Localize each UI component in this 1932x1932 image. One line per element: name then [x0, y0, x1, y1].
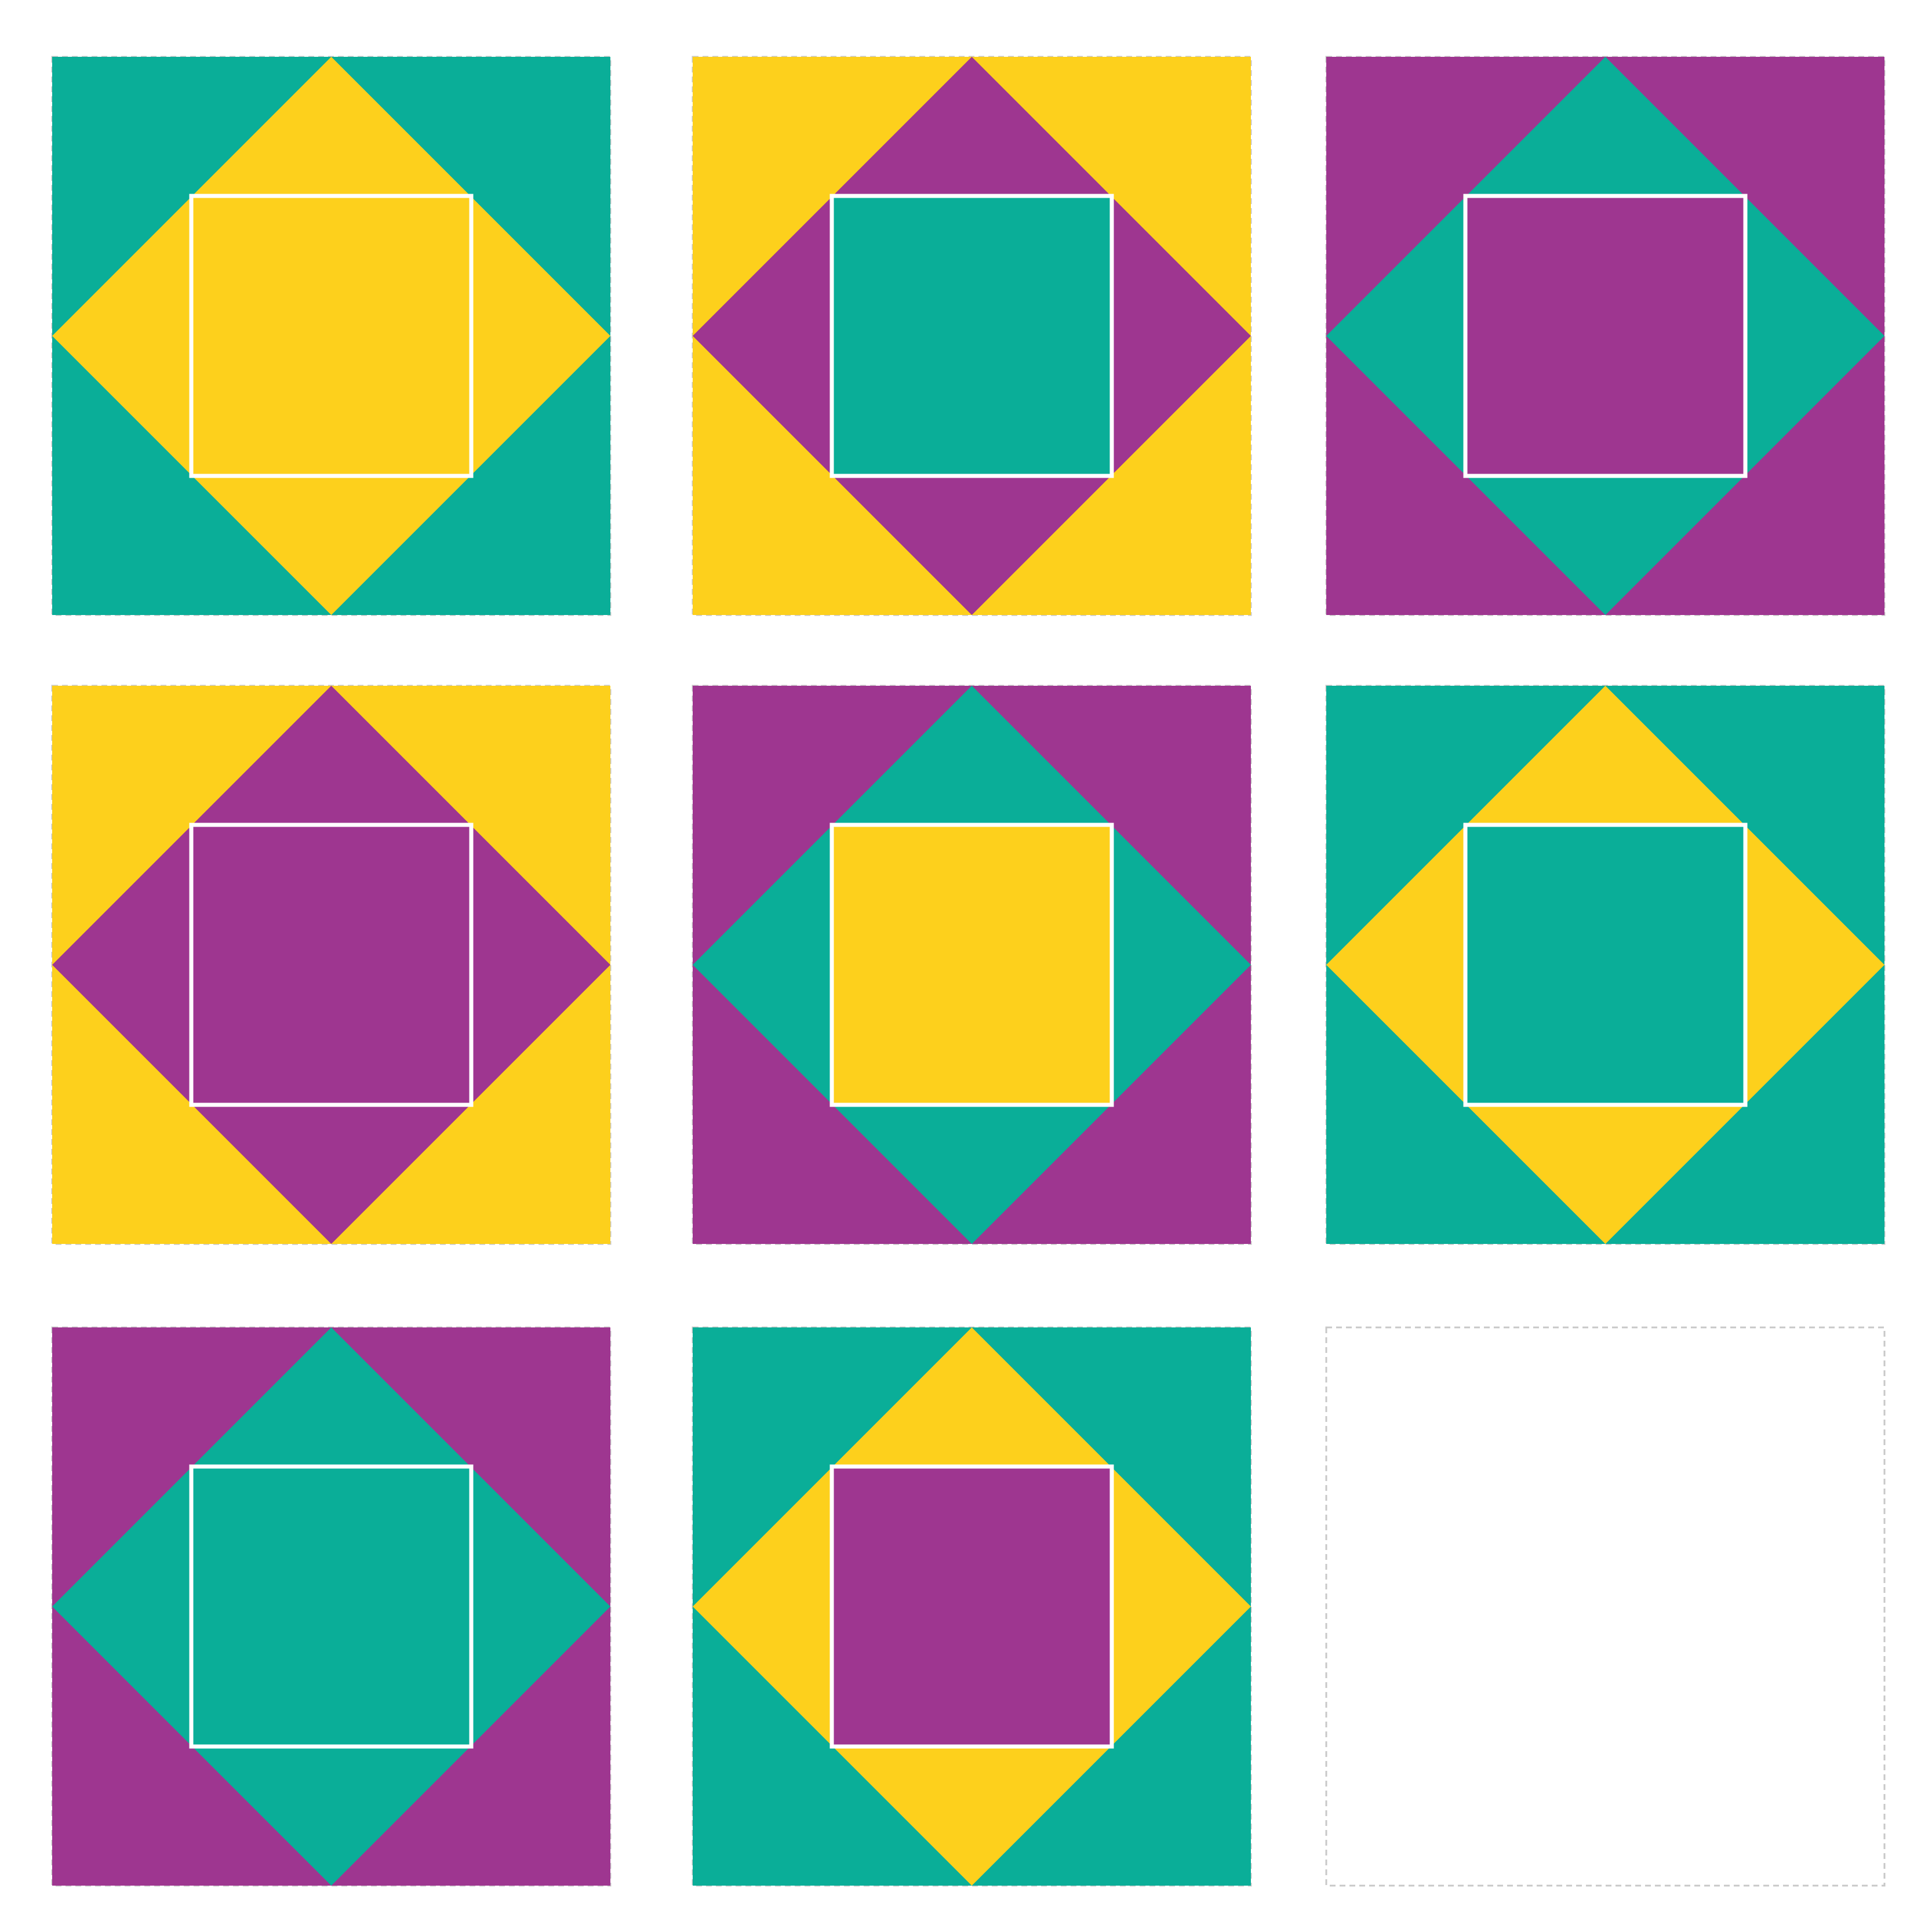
pattern-cell-2 [692, 56, 1252, 616]
inner-square [1463, 194, 1748, 478]
empty-cell-9 [1325, 1326, 1886, 1887]
pattern-cell-1 [51, 56, 612, 616]
pattern-cell-7 [51, 1326, 612, 1887]
inner-square [829, 194, 1114, 478]
inner-square [1463, 823, 1748, 1107]
pattern-cell-4 [51, 685, 612, 1245]
empty-answer-slot [1325, 1326, 1886, 1887]
inner-square [829, 1464, 1114, 1749]
inner-square [189, 1464, 474, 1749]
pattern-cell-5 [692, 685, 1252, 1245]
pattern-cell-8 [692, 1326, 1252, 1887]
inner-square [189, 823, 474, 1107]
inner-square [189, 194, 474, 478]
pattern-cell-6 [1325, 685, 1886, 1245]
inner-square [829, 823, 1114, 1107]
pattern-cell-3 [1325, 56, 1886, 616]
